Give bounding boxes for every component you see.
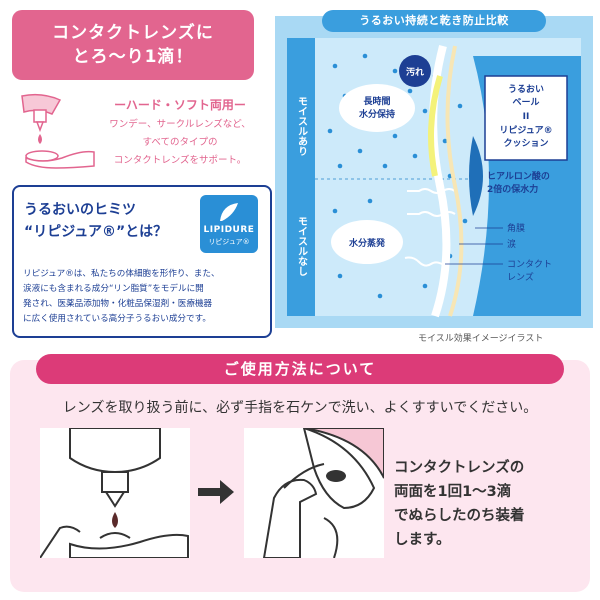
side-label-band — [287, 38, 315, 316]
tear-layer — [445, 45, 464, 317]
lipidure-logo-kana: リピジュア® — [208, 238, 250, 246]
usage-step-line: コンタクトレンズの — [394, 460, 525, 476]
usage-step-text: コンタクトレンズの 両面を1回1〜3滴 でぬらしたのち装着 します。 — [394, 456, 584, 552]
evaporation-cloud — [331, 220, 403, 264]
evaporation-arrows — [404, 188, 456, 267]
svg-text:うるおい: うるおい — [508, 84, 544, 95]
svg-text:水分蒸発: 水分蒸発 — [349, 237, 386, 249]
svg-text:ベール: ベール — [512, 97, 539, 108]
svg-text:ヒアルロン酸の: ヒアルロン酸の — [487, 170, 550, 182]
svg-text:リピジュア®: リピジュア® — [499, 124, 552, 136]
svg-text:長時間: 長時間 — [363, 95, 390, 107]
svg-text:角膜: 角膜 — [507, 222, 525, 234]
leaf-icon — [220, 203, 238, 221]
lens-types-line: すべてのタイプの — [142, 137, 218, 148]
label-with-moisul: モイスルあり — [296, 96, 308, 156]
next-step-arrow-icon — [198, 480, 234, 504]
diagram-title: うるおい持続と乾き防止比較 — [322, 10, 546, 32]
headline-banner: コンタクトレンズに とろ〜り1滴！ — [12, 10, 254, 80]
lens-types-line: ワンデー、サークルレンズなど、 — [109, 119, 251, 130]
moisture-veil-layer — [428, 75, 443, 177]
lipidure-description: リピジュア®は、私たちの体細胞を形作り、また、 涙液にも含まれる成分“リン脂質”… — [23, 267, 263, 327]
lipidure-heading-line-2: “リピジュア®”とは？ — [24, 224, 168, 240]
usage-title: ご使用方法について — [36, 354, 564, 384]
lipidure-logo-brand: LIPIDURE — [203, 225, 255, 235]
step-insert-lens-illustration — [244, 428, 384, 558]
lens-types-heading: ーハード・ソフト両用ー — [114, 98, 246, 112]
headline-line-2: とろ〜り1滴！ — [72, 47, 194, 67]
drop-on-finger-illustration — [21, 93, 95, 169]
dirt-bubble — [399, 55, 431, 87]
moisture-comparison-diagram: モイスルあり モイスルなし 長時間 水分保持 水分蒸発 汚れ うるおい ベール … — [275, 16, 593, 328]
long-moisture-cloud — [339, 84, 415, 132]
svg-text:水分保持: 水分保持 — [359, 108, 395, 120]
usage-step-line: でぬらしたのち装着 — [394, 508, 525, 524]
svg-text:レンズ: レンズ — [507, 271, 534, 283]
lipidure-logo: LIPIDURE リピジュア® — [200, 195, 258, 253]
usage-instruction: レンズを取り扱う前に、必ず手指を石ケンで洗い、よくすすいでください。 — [62, 400, 538, 416]
svg-text:クッション: クッション — [503, 138, 548, 149]
svg-text:汚れ: 汚れ — [406, 66, 424, 78]
veil-label-box — [484, 75, 568, 161]
lipidure-description-line: 涙液にも含まれる成分“リン脂質”をモデルに開 — [23, 284, 204, 294]
lipidure-description-line: 発され、医薬品添加物・化粧品保湿剤・医療機器 — [23, 299, 213, 309]
lipidure-heading-line-1: うるおいのヒミツ — [24, 202, 136, 218]
usage-step-line: 両面を1回1〜3滴 — [394, 484, 512, 500]
lipidure-description-line: に広く使用されている高分子うるおい成分です。 — [23, 314, 211, 324]
label-without-moisul: モイスルなし — [296, 216, 308, 277]
lipidure-info-box: うるおいのヒミツ “リピジュア®”とは？ LIPIDURE リピジュア® リピジ… — [12, 185, 272, 338]
headline-line-1: コンタクトレンズに — [52, 23, 214, 43]
lipidure-description-line: リピジュア®は、私たちの体細胞を形作り、また、 — [23, 269, 220, 279]
diagram-caption: モイスル効果イメージイラスト — [418, 334, 544, 344]
lens-types-description: ワンデー、サークルレンズなど、 すべてのタイプの コンタクトレンズをサポート。 — [100, 116, 260, 170]
lipidure-heading: うるおいのヒミツ “リピジュア®”とは？ — [24, 199, 167, 243]
step-drop-on-lens-illustration — [40, 428, 190, 558]
svg-text:コンタクト: コンタクト — [507, 259, 552, 270]
svg-text:2倍の保水力: 2倍の保水力 — [487, 183, 538, 195]
svg-text:涙: 涙 — [507, 238, 516, 250]
svg-text:II: II — [523, 112, 530, 122]
usage-step-line: します。 — [394, 532, 451, 548]
lens-types-line: コンタクトレンズをサポート。 — [113, 155, 247, 166]
